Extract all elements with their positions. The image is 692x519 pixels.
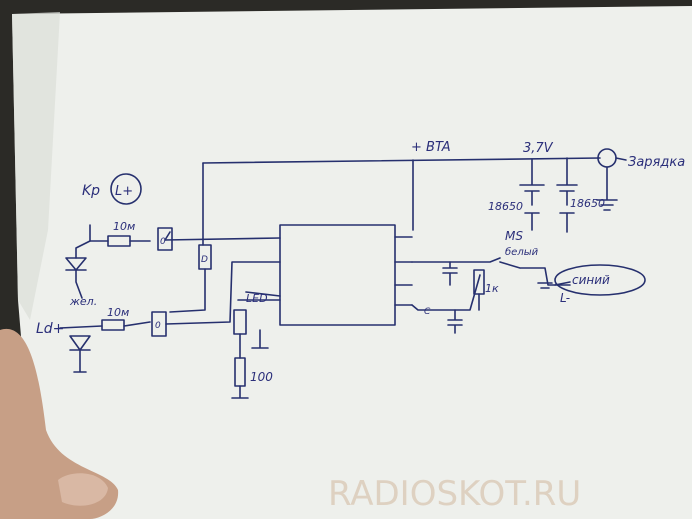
- kr-circle: [110, 173, 142, 205]
- label-battery-2: 18650: [570, 197, 605, 210]
- label-bta: + BTA: [411, 140, 451, 155]
- label-switch-bottom: 0: [155, 321, 161, 331]
- label-led: LED: [246, 292, 268, 305]
- thumb: [0, 328, 119, 519]
- label-charge: Зарядка: [628, 155, 685, 170]
- label-kr-circle: L+: [115, 184, 133, 199]
- label-yellow: жел.: [69, 295, 97, 308]
- label-switch-top: 0: [160, 237, 166, 247]
- watermark: RADIOSKOT.RU: [328, 474, 581, 514]
- label-res-bottom: 10м: [107, 306, 129, 319]
- label-res-1k: 1к: [485, 282, 499, 295]
- label-cap-c: C: [424, 307, 431, 317]
- paper-sheet: [12, 6, 692, 519]
- label-kr: Kp: [82, 183, 100, 199]
- label-voltage: 3,7V: [523, 141, 554, 156]
- label-l-minus: L-: [560, 291, 570, 305]
- label-diode: D: [201, 255, 208, 265]
- label-res-100: 100: [250, 370, 273, 384]
- label-ld: Ld+: [36, 321, 64, 337]
- label-white: белый: [505, 246, 539, 258]
- paper-shadow: [12, 12, 60, 320]
- label-battery-1: 18650: [488, 200, 523, 213]
- label-res-top: 10м: [113, 220, 135, 233]
- label-ms: MS: [505, 229, 523, 243]
- label-blue: синий: [572, 273, 610, 287]
- wiring: [59, 148, 646, 399]
- thumbnail: [58, 473, 108, 506]
